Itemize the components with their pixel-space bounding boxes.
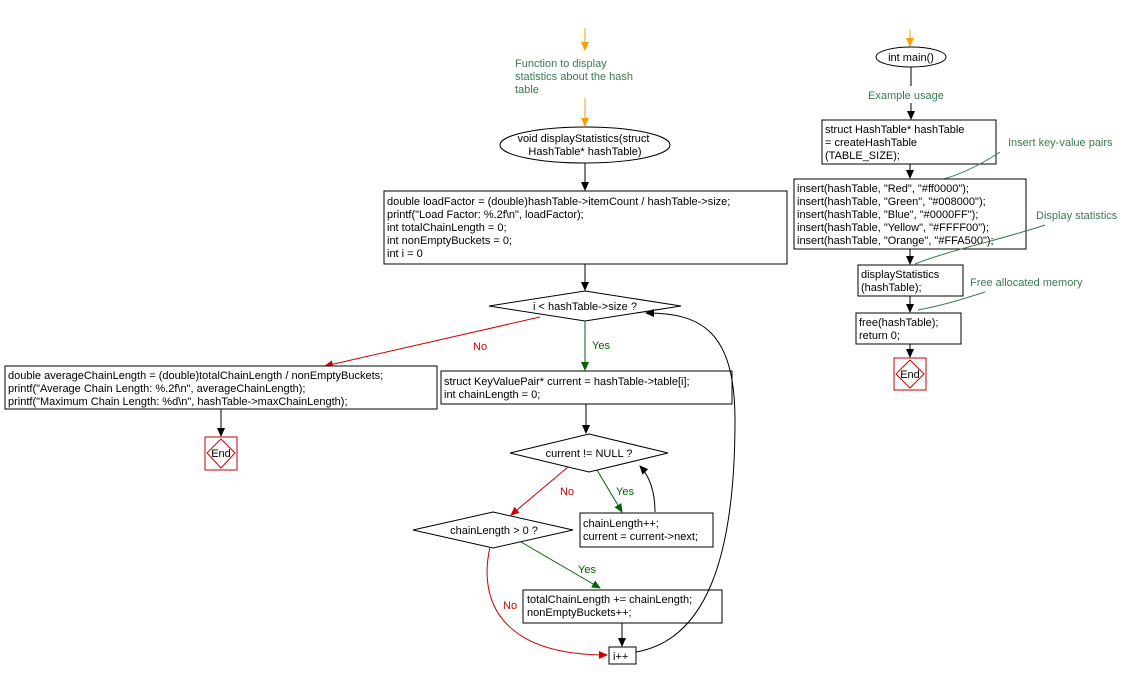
comment-free-memory: Free allocated memory: [970, 277, 1083, 289]
edge-inner-yes: [596, 469, 623, 513]
end-node-right: End: [893, 357, 927, 391]
edge-label-loop-no: No: [473, 341, 487, 353]
edge-label-inner-no: No: [560, 486, 574, 498]
process-average-chain: double averageChainLength = (double)tota…: [4, 365, 438, 410]
edge-increment-loop-back: [635, 309, 736, 653]
end-node-left: End: [204, 436, 238, 471]
svg-text:free(hashTable); return: free(hashTable); return 0;: [859, 317, 942, 342]
edge-label-chain-no: No: [503, 600, 517, 612]
decision-loop-condition: i < hashTable->size ?: [488, 290, 682, 322]
process-total-chain: totalChainLength += chainLength; nonEmpt…: [522, 589, 723, 624]
start-node-display-statistics: void displayStatistics(struct HashTable*…: [499, 126, 671, 164]
svg-text:insert(hashTable, "Red", "#ff0: insert(hashTable, "Red", "#ff0000"); ins…: [797, 183, 994, 247]
edge-label-inner-yes: Yes: [616, 486, 634, 498]
process-current-init: struct KeyValuePair* current = hashTable…: [440, 370, 733, 405]
process-init-variables: double loadFactor = (double)hashTable->i…: [383, 190, 788, 265]
process-insert-pairs: insert(hashTable, "Red", "#ff0000"); ins…: [793, 178, 1027, 250]
svg-text:void displayStatistics(struct: void displayStatistics(struct HashTable*…: [517, 133, 652, 158]
decision-chain-positive: chainLength > 0 ?: [412, 511, 574, 549]
start-node-main: int main(): [875, 46, 947, 68]
edge-label-chain-yes: Yes: [578, 564, 596, 576]
edge-chain-no: [486, 546, 608, 659]
process-display-statistics: displayStatistics (hashTable);: [857, 264, 964, 297]
svg-text:displayStatistics (hashT: displayStatistics (hashTable);: [861, 269, 942, 294]
decision-current-not-null: current != NULL ?: [509, 433, 669, 473]
edge-chain-yes: [520, 541, 601, 589]
comment-example-usage: Example usage: [868, 90, 944, 102]
svg-text:double averageChainLength = (d: double averageChainLength = (double)tota…: [8, 370, 386, 408]
process-increment-i: i++: [608, 646, 637, 665]
svg-text:End: End: [900, 369, 920, 381]
svg-text:i++: i++: [613, 651, 628, 663]
comment-link-insert: [939, 151, 1001, 181]
edge-next-loop-back: [639, 465, 656, 513]
svg-text:current != NULL ?: current != NULL ?: [546, 448, 633, 460]
svg-text:struct HashTable* hashTable: struct HashTable* hashTable = createHash…: [825, 124, 967, 162]
svg-text:double loadFactor = (double)ha: double loadFactor = (double)hashTable->i…: [387, 196, 733, 260]
comment-display-statistics: Function to display statistics about the…: [515, 58, 636, 96]
process-create-hashtable: struct HashTable* hashTable = createHash…: [821, 119, 997, 165]
process-free-hashtable: free(hashTable); return 0;: [855, 312, 962, 345]
svg-text:totalChainLength += chainLengt: totalChainLength += chainLength; nonEmpt…: [527, 594, 695, 619]
svg-text:int main(): int main(): [888, 52, 934, 64]
comment-link-free: [917, 291, 986, 311]
svg-text:struct KeyValuePair* current =: struct KeyValuePair* current = hashTable…: [444, 376, 693, 401]
process-chain-increment: chainLength++; current = current->next;: [579, 512, 714, 548]
comment-insert-pairs: Insert key-value pairs: [1008, 137, 1113, 149]
comment-display-stats: Display statistics: [1036, 210, 1118, 222]
edge-loop-no: [324, 316, 541, 369]
svg-text:chainLength > 0 ?: chainLength > 0 ?: [450, 525, 538, 537]
svg-text:i < hashTable->size ?: i < hashTable->size ?: [533, 301, 637, 313]
svg-text:chainLength++; current =: chainLength++; current = current->next;: [583, 518, 698, 543]
edge-inner-no: [510, 466, 569, 516]
comment-link-display: [914, 224, 1046, 265]
edge-label-loop-yes: Yes: [592, 340, 610, 352]
svg-text:End: End: [211, 448, 231, 460]
